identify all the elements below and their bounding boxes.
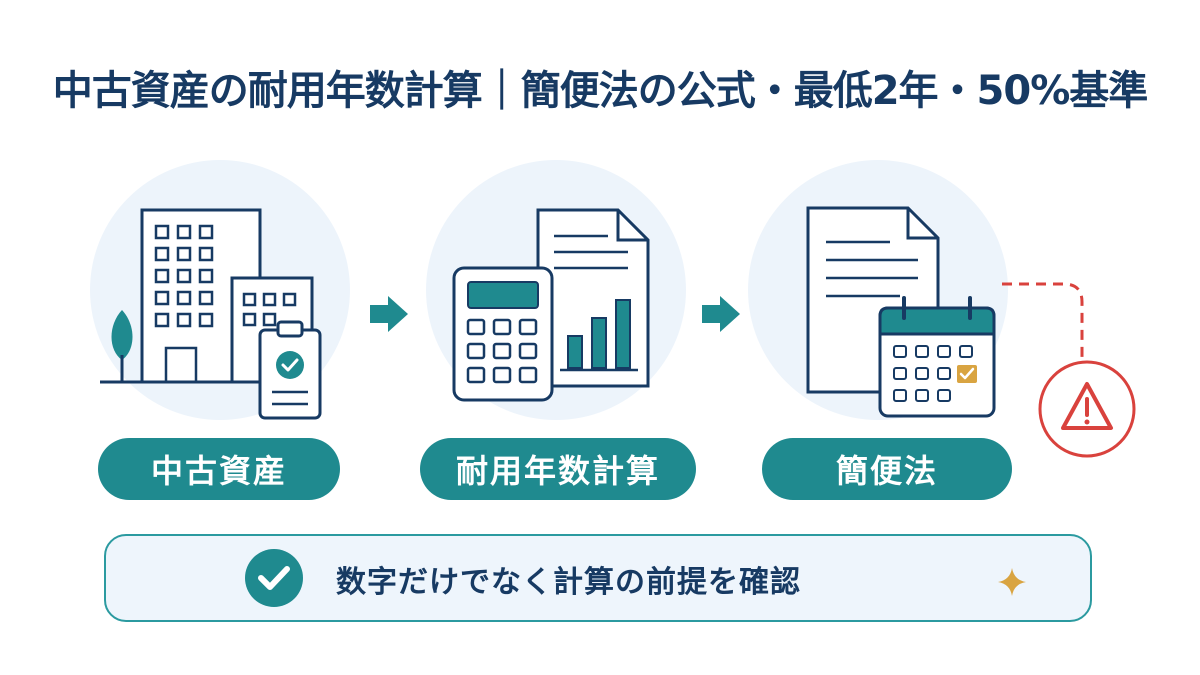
page-title: 中古資産の耐用年数計算｜簡便法の公式・最低2年・50%基準 [52, 68, 1149, 114]
warning-connector-line [1002, 282, 1084, 360]
step-label-useful-life-calc: 耐用年数計算 [420, 438, 696, 500]
calculator-with-report-icon [452, 208, 650, 402]
arrow-right-icon [702, 296, 740, 332]
document-with-calendar-icon [806, 206, 996, 418]
buildings-with-clipboard-icon [100, 208, 322, 420]
step-label-used-asset: 中古資産 [98, 438, 340, 500]
arrow-right-icon [370, 296, 408, 332]
warning-icon [1038, 360, 1136, 458]
confirmation-message: 数字だけでなく計算の前提を確認 [336, 565, 801, 600]
sparkle-icon [998, 568, 1026, 596]
check-circle-icon [245, 549, 303, 607]
step-label-simplified-method: 簡便法 [762, 438, 1012, 500]
